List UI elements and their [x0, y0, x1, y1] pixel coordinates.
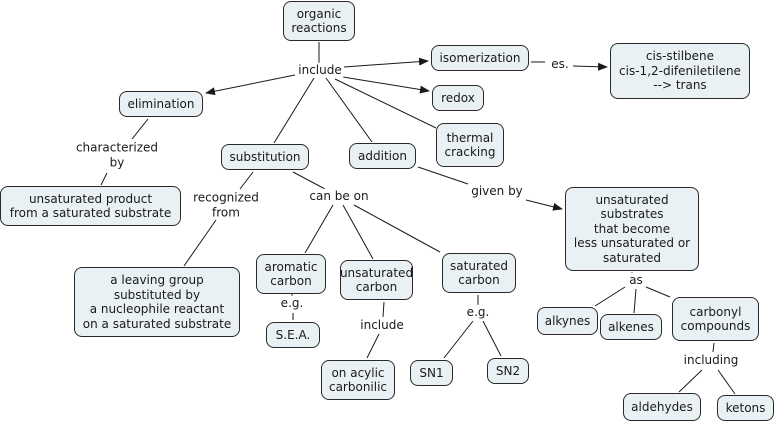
link-label-eg-saturated: e.g. [464, 304, 492, 320]
concept-unsaturated-substrates[interactable]: unsaturated substrates that become less … [565, 187, 699, 271]
concept-aldehydes[interactable]: aldehydes [623, 393, 701, 421]
link-canbeon-saturated [353, 204, 441, 253]
concept-sn1[interactable]: SN1 [410, 360, 453, 386]
concept-organic-reactions[interactable]: organic reactions [283, 1, 355, 41]
concept-isomerization[interactable]: isomerization [431, 45, 529, 71]
link-unsat-include [382, 301, 385, 318]
concept-saturated-carbon[interactable]: saturated carbon [442, 253, 516, 293]
link-label-can-be-on: can be on [307, 188, 371, 204]
concept-ketons[interactable]: ketons [717, 395, 774, 421]
link-as-carbonyl [645, 286, 671, 298]
concept-thermal-cracking[interactable]: thermal cracking [436, 123, 504, 167]
concept-sea[interactable]: S.E.A. [266, 322, 320, 348]
link-canbeon-unsaturated [342, 204, 374, 260]
concept-unsaturated-carbon[interactable]: unsaturated carbon [340, 260, 413, 300]
concept-addition[interactable]: addition [349, 143, 416, 169]
link-recognized-leaving [183, 219, 217, 267]
link-eg-sn1 [443, 320, 474, 359]
link-addition-givenby [417, 166, 469, 185]
link-givenby-substrates [525, 199, 563, 211]
link-include-redox [336, 75, 430, 94]
link-including-ketons [717, 369, 736, 395]
link-label-eg-aromatic: e.g. [278, 295, 306, 311]
concept-leaving-group[interactable]: a leaving group substituted by a nucleop… [74, 267, 240, 337]
concept-redox[interactable]: redox [432, 85, 484, 111]
link-label-characterized-by: characterized by [73, 140, 161, 170]
concept-substitution[interactable]: substitution [221, 144, 309, 170]
link-carbonyl-including [712, 342, 715, 353]
link-include-isomerization [343, 57, 429, 68]
concept-alkenes[interactable]: alkenes [600, 314, 662, 340]
link-label-include: include [296, 62, 344, 78]
concept-acylic-carbonilic[interactable]: on acylic carbonilic [321, 360, 395, 400]
concept-unsaturated-product[interactable]: unsaturated product from a saturated sub… [0, 186, 181, 226]
link-as-alkynes [594, 286, 626, 307]
link-label-include-unsat: include [358, 317, 406, 333]
link-include-acylic [366, 333, 380, 359]
link-including-aldehydes [678, 369, 703, 393]
link-include-thermal [334, 78, 437, 129]
link-label-recognized-from: recognized from [191, 190, 261, 220]
concept-alkynes[interactable]: alkynes [537, 307, 598, 335]
link-eg-sn2 [482, 320, 502, 357]
link-elimination-characterized [131, 118, 149, 140]
link-as-alkenes [633, 288, 637, 314]
link-canbeon-aromatic [304, 204, 334, 254]
link-substitution-canbeon [292, 171, 326, 190]
concept-aromatic-carbon[interactable]: aromatic carbon [256, 254, 326, 294]
link-include-substitution [273, 77, 315, 144]
link-es-cis [572, 62, 608, 71]
link-include-addition [325, 77, 373, 143]
link-characterized-product [100, 172, 108, 186]
concept-cis-stilbene[interactable]: cis-stilbene cis-1,2-difeniletilene --> … [610, 43, 750, 99]
concept-sn2[interactable]: SN2 [487, 358, 529, 384]
link-label-including: including [681, 352, 741, 368]
link-label-given-by: given by [469, 183, 525, 199]
concept-carbonyl-compounds[interactable]: carbonyl compounds [672, 297, 759, 341]
link-substitution-recognized [239, 171, 254, 190]
concept-elimination[interactable]: elimination [119, 91, 203, 117]
link-include-elimination [205, 74, 296, 96]
link-label-as: as [627, 272, 645, 288]
link-label-es: es. [549, 56, 571, 72]
